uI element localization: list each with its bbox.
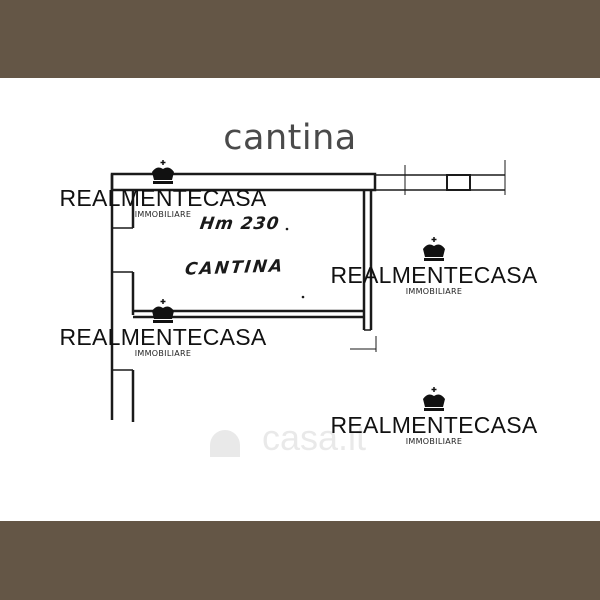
watermark-sub: IMMOBILIARE: [134, 210, 192, 219]
casa-watermark: casa.it: [200, 415, 410, 465]
corridor-block: [446, 174, 471, 191]
casa-logo-icon: [210, 430, 240, 457]
watermark-logo: REALMENTECASA IMMOBILIARE: [58, 299, 268, 359]
room-label: CANTINA: [183, 256, 286, 280]
mark-dot: [285, 227, 289, 231]
casa-watermark-text: casa.it: [262, 417, 367, 458]
watermark-logo: REALMENTECASA IMMOBILIARE: [328, 387, 540, 447]
mark-dot-2: [301, 295, 305, 299]
watermark-logo: REALMENTECASA IMMOBILIARE: [328, 237, 540, 297]
watermark-brand: REALMENTECASA: [330, 412, 538, 438]
crown-icon: [152, 160, 174, 184]
watermark-logo: REALMENTECASA IMMOBILIARE: [58, 160, 268, 220]
crown-icon: [152, 299, 174, 323]
plan-title: cantina: [223, 118, 357, 158]
watermark-brand: REALMENTECASA: [59, 185, 267, 211]
crown-icon: [423, 387, 445, 411]
watermark-sub: IMMOBILIARE: [405, 287, 463, 296]
watermark-brand: REALMENTECASA: [330, 262, 538, 288]
crown-icon: [423, 237, 445, 261]
top-band: [0, 0, 600, 78]
watermark-sub: IMMOBILIARE: [134, 349, 192, 358]
watermark-brand: REALMENTECASA: [59, 324, 267, 350]
watermark-sub: IMMOBILIARE: [405, 437, 463, 446]
bottom-band: [0, 521, 600, 600]
